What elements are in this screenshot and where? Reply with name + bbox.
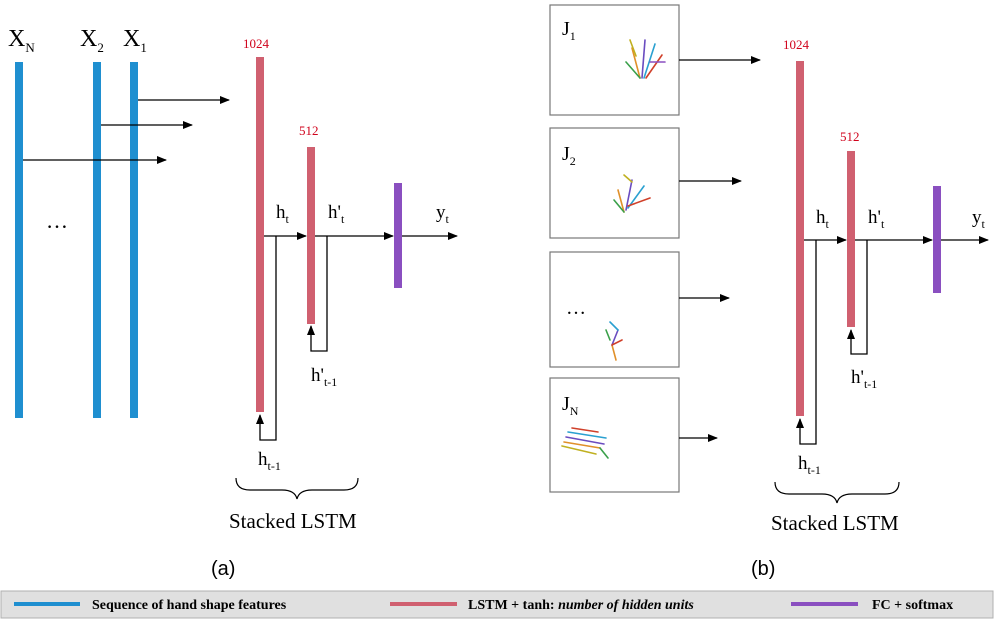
brace bbox=[235, 477, 359, 500]
ellipsis: … bbox=[46, 208, 68, 233]
units-1024-b: 1024 bbox=[783, 37, 810, 52]
frame-box-jn bbox=[549, 377, 680, 493]
lstm-layer-1-b bbox=[796, 61, 804, 416]
hand-skeleton-jn bbox=[561, 427, 609, 459]
label-ht-1-b: ht-1 bbox=[798, 453, 821, 477]
frame-label-j1: J1 bbox=[562, 18, 576, 43]
fc-softmax-b bbox=[933, 186, 941, 293]
label-ht: ht bbox=[276, 202, 290, 226]
units-1024: 1024 bbox=[243, 36, 270, 51]
feature-bar-xn bbox=[15, 62, 23, 418]
recurrent-loop-1-b bbox=[796, 240, 817, 445]
input-label-x2: X2 bbox=[80, 26, 104, 55]
label-ht-1: ht-1 bbox=[258, 449, 281, 473]
legend-label-feature: Sequence of hand shape features bbox=[92, 598, 287, 613]
feature-bar-x1 bbox=[130, 62, 138, 418]
feature-bar-x2 bbox=[93, 62, 101, 418]
units-512: 512 bbox=[299, 123, 319, 138]
label-yt-b: yt bbox=[972, 207, 986, 231]
panel-caption-b: (b) bbox=[751, 558, 775, 580]
label-hpt: h't bbox=[328, 202, 345, 226]
recurrent-loop-1 bbox=[256, 236, 277, 441]
units-512-b: 512 bbox=[840, 129, 860, 144]
hand-skeleton-j2 bbox=[613, 174, 651, 213]
lstm-layer-2-b bbox=[847, 151, 855, 327]
brace-label-b: Stacked LSTM bbox=[771, 511, 899, 535]
frame-box-ellipsis bbox=[549, 251, 680, 368]
frame-label-ellipsis: … bbox=[566, 297, 586, 319]
legend-label-fc: FC + softmax bbox=[872, 598, 953, 613]
legend: Sequence of hand shape features LSTM + t… bbox=[0, 590, 994, 619]
brace-label: Stacked LSTM bbox=[229, 509, 357, 533]
input-label-x1: X1 bbox=[123, 26, 147, 55]
fc-softmax bbox=[394, 183, 402, 288]
recurrent-loop-2-b bbox=[847, 240, 868, 355]
label-hpt-1-b: h't-1 bbox=[851, 367, 877, 391]
panel-b: J1 J2 … JN bbox=[549, 4, 989, 580]
label-hpt-b: h't bbox=[868, 207, 885, 231]
hand-skeleton-j1 bbox=[625, 39, 666, 79]
recurrent-loop-2 bbox=[307, 236, 328, 352]
lstm-layer-1 bbox=[256, 57, 264, 412]
hand-skeleton-ellipsis bbox=[605, 321, 623, 361]
label-yt: yt bbox=[436, 202, 450, 226]
brace-b bbox=[774, 481, 900, 504]
legend-label-lstm: LSTM + tanh: number of hidden units bbox=[468, 598, 694, 613]
input-label-xn: XN bbox=[8, 26, 35, 55]
frame-box-j2 bbox=[549, 127, 680, 239]
label-hpt-1: h't-1 bbox=[311, 365, 337, 389]
panel-caption: (a) bbox=[211, 558, 235, 580]
frame-label-j2: J2 bbox=[562, 143, 576, 168]
label-ht-b: ht bbox=[816, 207, 830, 231]
lstm-layer-2 bbox=[307, 147, 315, 324]
panel-a: XN X2 X1 … 1024 512 ht h't yt ht-1 h't-1 bbox=[8, 26, 458, 580]
frame-label-jn: JN bbox=[562, 393, 579, 418]
frame-box-j1 bbox=[549, 4, 680, 116]
